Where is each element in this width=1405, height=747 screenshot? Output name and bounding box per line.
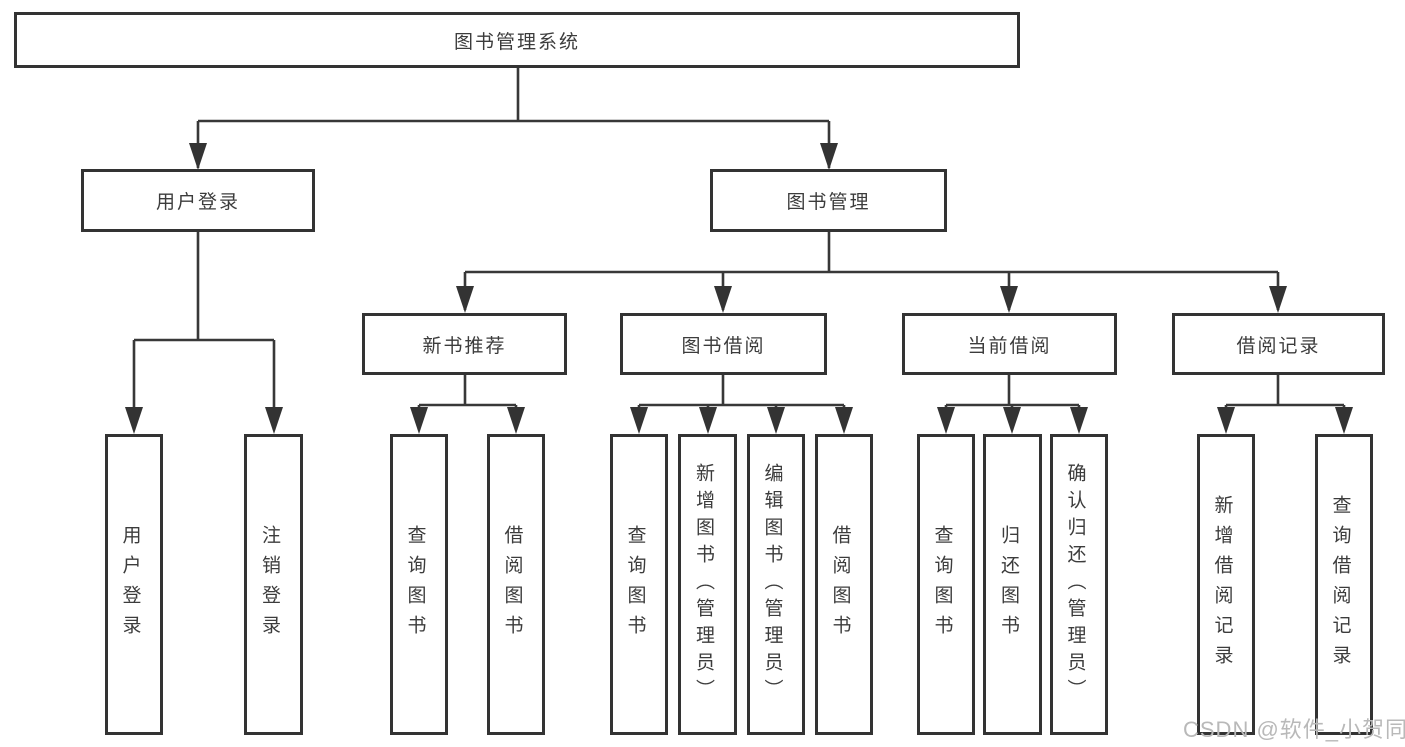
node-label: 查询图书	[931, 524, 953, 645]
node-label: 用户登录	[155, 192, 240, 213]
arrowhead-icon	[456, 286, 474, 313]
node-label: 借阅图书	[501, 524, 523, 645]
node-label: 查询图书	[404, 524, 426, 645]
node-label: 新增借阅记录	[1211, 494, 1233, 675]
arrowhead-icon	[125, 407, 143, 434]
connector-book-mgmt-branch	[463, 232, 1280, 310]
leaf-user-login: 用户登录	[105, 434, 163, 735]
csdn-watermark: CSDN @软件_小贺同学	[1183, 717, 1405, 742]
node-label: 借阅记录	[1236, 335, 1321, 357]
node-borrow-records: 借阅记录	[1172, 313, 1385, 375]
leaf-edit-books-admin: 编辑图书（管理员）	[747, 434, 805, 735]
node-user-login: 用户登录	[81, 169, 315, 232]
node-book-management: 图书管理	[710, 169, 947, 232]
node-label: 当前借阅	[967, 335, 1052, 357]
node-current-borrowing: 当前借阅	[902, 313, 1117, 375]
leaf-add-borrow-record: 新增借阅记录	[1197, 434, 1255, 735]
connector-new-book-rec-branch	[417, 375, 518, 430]
leaf-query-books-rec: 查询图书	[390, 434, 448, 735]
node-label: 查询图书	[624, 524, 646, 645]
leaf-query-books-borrow: 查询图书	[610, 434, 668, 735]
arrowhead-icon	[714, 286, 732, 313]
node-label: 图书管理系统	[453, 31, 580, 53]
leaf-borrow-books-rec: 借阅图书	[487, 434, 545, 735]
node-label: 注销登录	[258, 524, 280, 645]
node-label: 新增图书（管理员）	[692, 463, 714, 706]
arrowhead-icon	[937, 407, 955, 434]
node-root-system: 图书管理系统	[14, 12, 1020, 68]
leaf-return-books: 归还图书	[983, 434, 1042, 735]
arrowhead-icon	[1000, 286, 1018, 313]
arrowhead-icon	[767, 407, 785, 434]
node-label: 用户登录	[119, 524, 141, 645]
node-label: 编辑图书（管理员）	[761, 463, 783, 706]
node-label: 归还图书	[997, 524, 1019, 645]
node-label: 确认归还（管理员）	[1064, 463, 1086, 706]
connector-book-borrow-branch	[637, 375, 846, 430]
arrowhead-icon	[1003, 407, 1021, 434]
node-new-book-recommendation: 新书推荐	[362, 313, 567, 375]
leaf-query-borrow-record: 查询借阅记录	[1315, 434, 1373, 735]
node-book-borrowing: 图书借阅	[620, 313, 827, 375]
arrowhead-icon	[630, 407, 648, 434]
connector-user-login-branch	[132, 232, 276, 430]
arrowhead-icon	[410, 407, 428, 434]
arrowhead-icon	[1070, 407, 1088, 434]
node-label: 图书借阅	[681, 335, 766, 357]
arrowhead-icon	[507, 407, 525, 434]
leaf-logout: 注销登录	[244, 434, 303, 735]
arrowhead-icon	[1269, 286, 1287, 313]
connector-root-branch	[196, 67, 831, 168]
connector-borrow-records-branch	[1224, 375, 1346, 430]
node-label: 图书管理	[786, 192, 871, 213]
arrowhead-icon	[835, 407, 853, 434]
arrowhead-icon	[1335, 407, 1353, 434]
leaf-add-books-admin: 新增图书（管理员）	[678, 434, 737, 735]
arrowhead-icon	[699, 407, 717, 434]
leaf-borrow-books: 借阅图书	[815, 434, 873, 735]
arrowhead-icon	[189, 143, 207, 170]
arrowhead-icon	[1217, 407, 1235, 434]
node-label: 新书推荐	[422, 335, 507, 357]
leaf-query-books-current: 查询图书	[917, 434, 975, 735]
leaf-confirm-return-admin: 确认归还（管理员）	[1050, 434, 1108, 735]
node-label: 借阅图书	[829, 524, 851, 645]
arrowhead-icon	[820, 143, 838, 170]
node-label: 查询借阅记录	[1329, 494, 1351, 675]
arrowhead-icon	[265, 407, 283, 434]
